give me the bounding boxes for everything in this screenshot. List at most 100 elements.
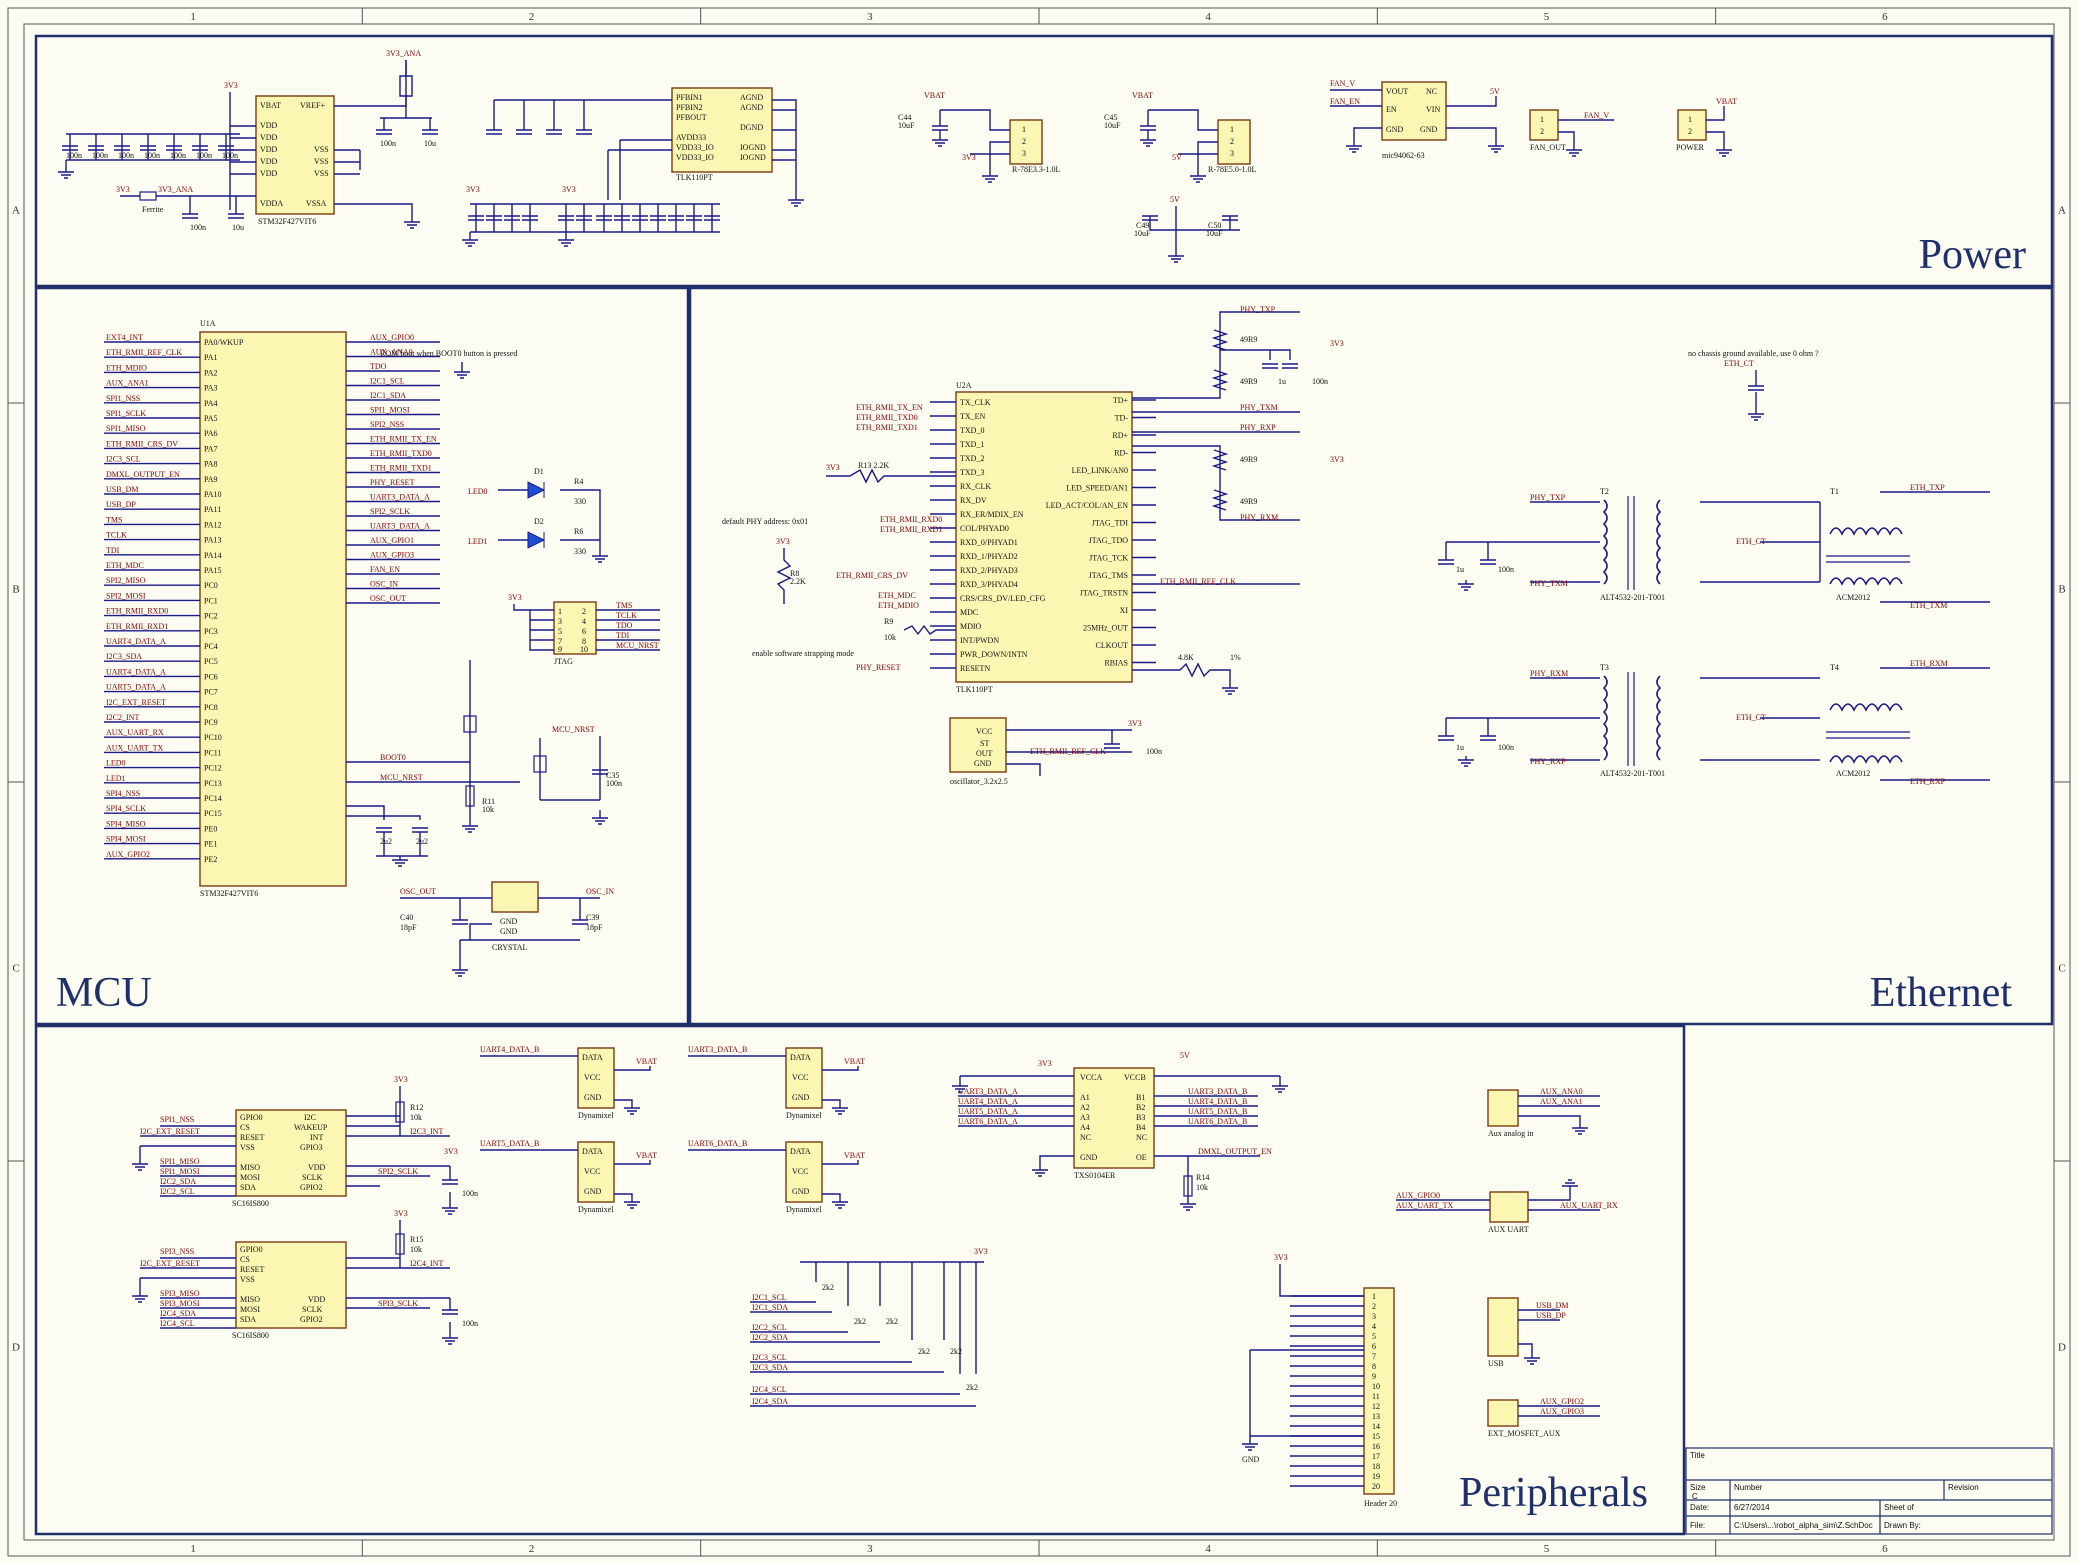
svg-text:4.8K: 4.8K [1178, 653, 1194, 662]
svg-text:A4: A4 [1080, 1123, 1090, 1132]
svg-text:VCC: VCC [584, 1073, 600, 1082]
svg-text:Title: Title [1690, 1451, 1705, 1460]
eth-right-pins: TD+TD-RD+RD-LED_LINK/AN0LED_SPEED/AN1LED… [1046, 396, 1156, 668]
fan-out-connector [1529, 109, 1559, 141]
svg-text:R9: R9 [884, 617, 893, 626]
svg-text:TLK110PT: TLK110PT [956, 685, 993, 694]
svg-text:PFBOUT: PFBOUT [676, 113, 707, 122]
svg-text:Ferrite: Ferrite [142, 205, 164, 214]
mcu-net-label: SPI1_NSS [106, 394, 140, 403]
mcu-pin-name: PC10 [204, 733, 222, 742]
mcu-net-label: I2C3_SCL [106, 455, 141, 464]
svg-text:VSSA: VSSA [306, 199, 327, 208]
svg-text:I2C2_SDA: I2C2_SDA [752, 1333, 788, 1342]
chassis-note: no chassis ground available, use 0 ohm ? [1688, 349, 1819, 358]
svg-text:100n: 100n [144, 151, 160, 160]
mcu-net-label: UART3_DATA_A [370, 493, 430, 502]
eth-pin-name: CRS/CRS_DV/LED_CFG [960, 594, 1046, 603]
svg-text:DMXL_OUTPUT_EN: DMXL_OUTPUT_EN [1198, 1147, 1272, 1156]
svg-text:1%: 1% [1230, 653, 1241, 662]
eth-pin-name: RX_ER/MDIX_EN [960, 510, 1024, 519]
mcu-right-pins: AUX_GPIO0AUX_ANA0TDOI2C1_SCLI2C1_SDASPI1… [346, 333, 440, 604]
mcu-pin-name: PC11 [204, 748, 222, 757]
svg-text:3V3: 3V3 [826, 463, 840, 472]
svg-text:OSC_IN: OSC_IN [586, 887, 614, 896]
svg-text:SPI1_MOSI: SPI1_MOSI [160, 1167, 200, 1176]
svg-text:SPI2_SCLK: SPI2_SCLK [378, 1167, 418, 1176]
mcu-pin-name: PC7 [204, 688, 218, 697]
grid-row-label: D [2058, 1342, 2066, 1354]
svg-text:49R9: 49R9 [1240, 335, 1257, 344]
svg-text:3V3: 3V3 [1330, 455, 1344, 464]
svg-text:UART5_DATA_B: UART5_DATA_B [1188, 1107, 1247, 1116]
peripherals-title: Peripherals [1459, 1470, 1648, 1516]
svg-text:DATA: DATA [582, 1147, 603, 1156]
svg-text:USB: USB [1488, 1359, 1504, 1368]
svg-text:C50: C50 [1208, 221, 1221, 230]
svg-text:SCLK: SCLK [302, 1173, 323, 1182]
power-connector [1677, 109, 1707, 141]
svg-text:49R9: 49R9 [1240, 497, 1257, 506]
svg-text:10u: 10u [424, 139, 436, 148]
svg-text:NC: NC [1426, 87, 1437, 96]
header-pin-number: 11 [1372, 1392, 1380, 1401]
svg-text:DATA: DATA [790, 1147, 811, 1156]
svg-text:NC: NC [1080, 1133, 1091, 1142]
svg-text:VDD: VDD [260, 169, 278, 178]
mcu-net-label: AUX_GPIO1 [370, 536, 414, 545]
svg-text:Sheet of: Sheet of [1884, 1503, 1915, 1512]
svg-text:R14: R14 [1196, 1173, 1209, 1182]
svg-text:VCCA: VCCA [1080, 1073, 1102, 1082]
mcu-pin-name: PC2 [204, 612, 218, 621]
svg-text:UART6_DATA_A: UART6_DATA_A [958, 1117, 1018, 1126]
svg-text:2k2: 2k2 [950, 1347, 962, 1356]
mcu-pin-name: PE2 [204, 855, 217, 864]
svg-text:2k2: 2k2 [854, 1317, 866, 1326]
svg-text:2k2: 2k2 [918, 1347, 930, 1356]
svg-text:C45: C45 [1104, 113, 1117, 122]
svg-text:100n: 100n [462, 1319, 478, 1328]
svg-text:Date:: Date: [1690, 1503, 1709, 1512]
eth-pin-name: TX_EN [960, 412, 986, 421]
mcu-net-label: UART4_DATA_A [106, 637, 166, 646]
svg-text:VBAT: VBAT [924, 91, 945, 100]
grid-col-label: 6 [1882, 1543, 1888, 1555]
svg-text:MOSI: MOSI [240, 1173, 260, 1182]
svg-text:3V3_ANA: 3V3_ANA [158, 185, 193, 194]
svg-text:MCU_NRST: MCU_NRST [616, 641, 659, 650]
svg-text:EN: EN [1386, 105, 1397, 114]
svg-text:6/27/2014: 6/27/2014 [1734, 1503, 1770, 1512]
svg-text:1: 1 [1022, 125, 1026, 134]
svg-text:TLK110PT: TLK110PT [676, 173, 713, 182]
grid-row-label: A [2058, 205, 2066, 217]
svg-text:AUX UART: AUX UART [1488, 1225, 1529, 1234]
svg-text:AUX_UART_RX: AUX_UART_RX [1560, 1201, 1618, 1210]
header-pin-number: 2 [1372, 1302, 1376, 1311]
svg-text:GPIO0: GPIO0 [240, 1113, 263, 1122]
grid-col-label: 4 [1205, 11, 1211, 23]
svg-text:DGND: DGND [740, 123, 763, 132]
svg-text:Dynamixel: Dynamixel [578, 1111, 614, 1120]
svg-text:I2C3_SCL: I2C3_SCL [752, 1353, 787, 1362]
svg-text:RESET: RESET [240, 1265, 265, 1274]
svg-text:T2: T2 [1600, 487, 1609, 496]
svg-text:3V3: 3V3 [974, 1247, 988, 1256]
svg-text:PHY_RXP: PHY_RXP [1530, 757, 1566, 766]
svg-text:7: 7 [558, 637, 562, 646]
svg-text:1: 1 [1540, 115, 1544, 124]
svg-text:I2C_EXT_RESET: I2C_EXT_RESET [140, 1259, 200, 1268]
eth-left-pins: TX_CLKTX_ENTXD_0TXD_1TXD_2TXD_3RX_CLKRX_… [930, 398, 1046, 673]
svg-text:PHY_RXM: PHY_RXM [1240, 513, 1278, 522]
mcu-net-label: ETH_RMII_TXD1 [370, 464, 432, 473]
svg-text:ETH_RMII_RXD0: ETH_RMII_RXD0 [880, 515, 942, 524]
svg-text:1u: 1u [1456, 565, 1464, 574]
mcu-pin-name: PC12 [204, 764, 222, 773]
magnetics-tx: PHY_TXP PHY_TXM ETH_TXP ETH_TXM ETH_CT A… [1438, 483, 1990, 610]
svg-text:3V3: 3V3 [394, 1075, 408, 1084]
svg-text:Dynamixel: Dynamixel [578, 1205, 614, 1214]
svg-text:MISO: MISO [240, 1163, 260, 1172]
svg-text:2u2: 2u2 [416, 837, 428, 846]
mcu-pin-name: PA3 [204, 384, 218, 393]
svg-text:C40: C40 [400, 913, 413, 922]
svg-text:I2C1_SDA: I2C1_SDA [752, 1303, 788, 1312]
